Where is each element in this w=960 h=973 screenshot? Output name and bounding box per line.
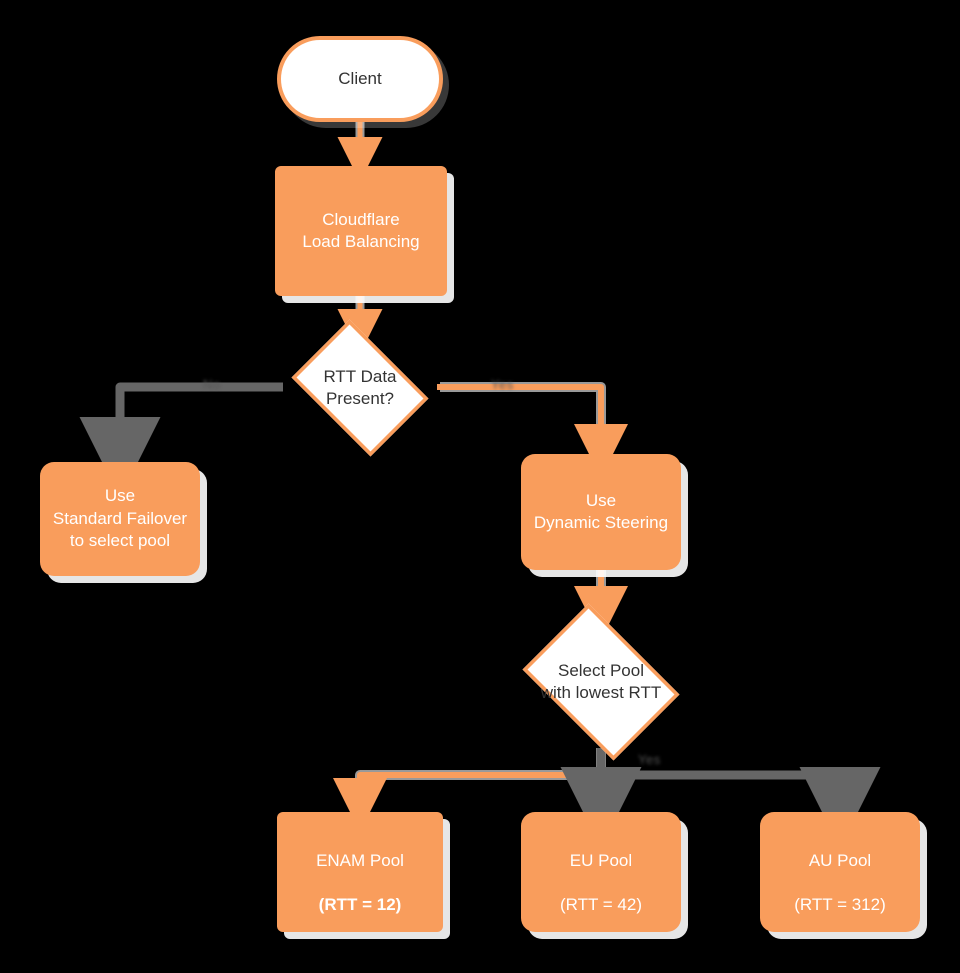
edge-label-selected: Yes	[638, 752, 661, 767]
edge-label-no: No	[203, 377, 221, 392]
node-client-label: Client	[338, 68, 382, 88]
node-standard-failover-label: Use Standard Failover to select pool	[52, 486, 188, 551]
node-eu-pool-line2: (RTT = 42)	[559, 895, 643, 915]
node-enam-pool-label: ENAM Pool (RTT = 12)	[316, 827, 404, 917]
node-eu-pool[interactable]: EU Pool (RTT = 42)	[521, 812, 681, 932]
node-au-pool[interactable]: AU Pool (RTT = 312)	[760, 812, 920, 932]
edge-rtt-decision-no-to-standard-failover	[79, 382, 283, 498]
node-eu-pool-label: EU Pool (RTT = 42)	[560, 827, 642, 917]
edge-select-pool-to-au-pool	[601, 767, 881, 848]
edge-select-pool-to-enam-pool	[333, 748, 606, 832]
node-rtt-data-present-line1: RTT Data	[323, 366, 397, 386]
node-rtt-data-present-decision[interactable]: RTT Data Present?	[281, 319, 439, 457]
node-eu-pool-line1: EU Pool	[569, 850, 633, 870]
node-au-pool-label: AU Pool (RTT = 312)	[794, 827, 886, 917]
node-cloudflare-load-balancing-label: Cloudflare Load Balancing	[302, 209, 420, 251]
node-client[interactable]: Client	[277, 36, 443, 122]
node-cloudflare-load-balancing[interactable]: Cloudflare Load Balancing	[275, 166, 447, 296]
node-enam-pool-line2: (RTT = 12)	[318, 895, 402, 915]
node-rtt-data-present-label: RTT Data Present?	[323, 366, 396, 411]
edge-label-yes: Yes	[491, 377, 514, 392]
node-enam-pool[interactable]: ENAM Pool (RTT = 12)	[277, 812, 443, 932]
node-select-pool-line2: with lowest RTT	[540, 683, 662, 702]
node-enam-pool-line1: ENAM Pool	[316, 850, 404, 870]
node-select-pool-line1: Select Pool	[557, 660, 644, 680]
edge-rtt-decision-yes-to-dynamic-steering	[437, 382, 628, 478]
node-au-pool-line2: (RTT = 312)	[794, 895, 886, 915]
node-select-pool-label: Select Pool with lowest RTT	[541, 660, 662, 705]
node-dynamic-steering-label: Use Dynamic Steering	[533, 490, 669, 532]
node-select-pool-decision[interactable]: Select Pool with lowest RTT	[510, 603, 692, 761]
node-dynamic-steering[interactable]: Use Dynamic Steering	[521, 454, 681, 570]
node-au-pool-line1: AU Pool	[808, 850, 872, 870]
node-standard-failover[interactable]: Use Standard Failover to select pool	[40, 462, 200, 576]
node-rtt-data-present-line2: Present?	[325, 389, 395, 408]
